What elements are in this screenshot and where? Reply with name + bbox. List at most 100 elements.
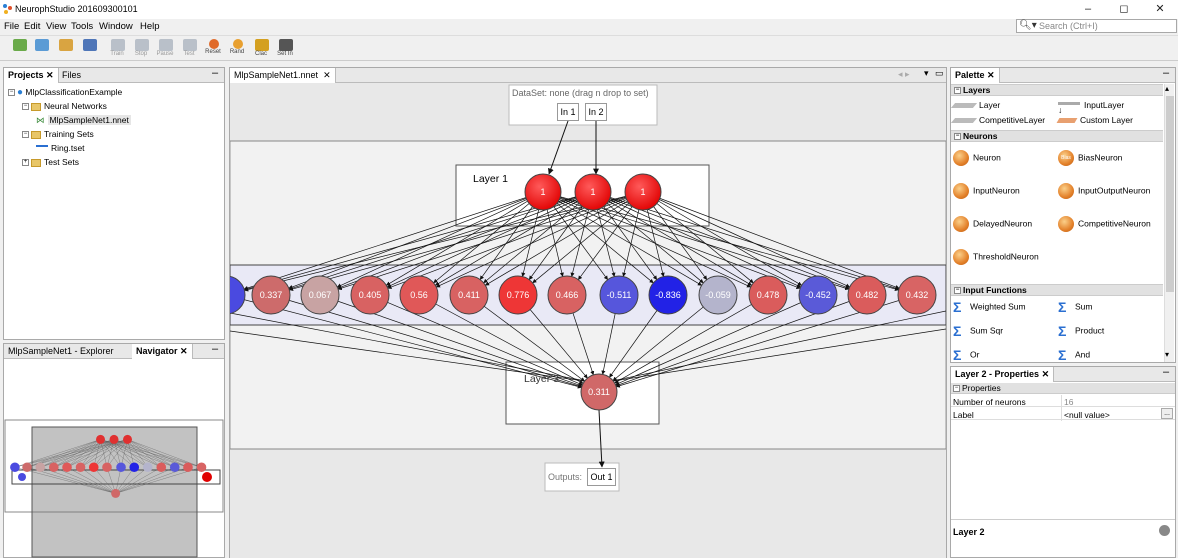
palette-item-competitivelayer[interactable]: CompetitiveLayer	[951, 115, 1045, 125]
dataset-box[interactable]	[508, 84, 658, 126]
menu-view[interactable]: View	[46, 21, 67, 32]
tab-projects[interactable]: Projects ✕	[4, 68, 59, 83]
mini-neuron[interactable]	[156, 462, 167, 473]
tab-palette[interactable]: Palette ✕	[951, 68, 1000, 83]
palette-item-inputneuron[interactable]: InputNeuron	[953, 183, 1020, 199]
palette-item-competitiveneuron[interactable]: CompetitiveNeuron	[1058, 216, 1151, 232]
neuron-value[interactable]: 0.411	[458, 290, 480, 300]
layer1-neuron[interactable]	[524, 173, 562, 211]
hidden-neuron[interactable]	[498, 275, 538, 315]
tree-node[interactable]: −Training Sets	[22, 129, 94, 139]
search-box[interactable]: 🔍︎▾ Search (Ctrl+I)	[1016, 19, 1177, 33]
neuron-value[interactable]: -0.452	[805, 290, 831, 300]
palette-section-neurons[interactable]: −Neurons	[951, 130, 1163, 142]
neuron-value[interactable]: -0.059	[705, 290, 731, 300]
tab-list-icon[interactable]: ▾	[924, 68, 929, 78]
mini-neuron[interactable]	[35, 462, 46, 473]
mini-neuron[interactable]	[202, 472, 212, 482]
train-button[interactable]: Train	[108, 39, 128, 59]
palette-scrollbar[interactable]: ▴ ▾	[1164, 84, 1174, 362]
new-file-button[interactable]	[32, 39, 52, 59]
mini-neuron[interactable]	[116, 462, 126, 473]
close-window-button[interactable]: ✕	[1155, 3, 1165, 15]
mini-neuron[interactable]	[183, 462, 193, 473]
navigator-preview[interactable]	[4, 360, 224, 558]
collapse-icon[interactable]: −	[954, 133, 961, 141]
stop-button[interactable]: Stop	[132, 39, 152, 59]
tree-node[interactable]: ⋈MlpSampleNet1.nnet	[36, 115, 131, 126]
mini-neuron[interactable]	[109, 434, 119, 444]
property-row-label[interactable]: Label <null value> ...	[951, 408, 1175, 420]
hidden-neuron[interactable]	[251, 275, 291, 315]
palette-section-layers[interactable]: −Layers	[951, 84, 1163, 96]
mini-neuron[interactable]	[10, 462, 20, 473]
layer1-neuron[interactable]	[624, 173, 662, 211]
maximize-button[interactable]: ◻	[1119, 3, 1129, 15]
palette-item-layer[interactable]: Layer	[951, 100, 1000, 110]
minimize-panel-button[interactable]: –	[1163, 67, 1170, 79]
palette-item-neuron[interactable]: Neuron	[953, 150, 1001, 166]
collapse-icon[interactable]: −	[22, 103, 29, 111]
output-neuron[interactable]	[580, 373, 618, 411]
collapse-icon[interactable]: −	[22, 131, 29, 139]
collapse-icon[interactable]: −	[953, 385, 960, 393]
neuron-value[interactable]: 0.482	[856, 290, 879, 300]
minimize-panel-button[interactable]: –	[212, 343, 219, 355]
scroll-up-icon[interactable]: ▴	[1165, 84, 1170, 93]
neuron-value[interactable]: 0.067	[309, 290, 332, 300]
tree-node[interactable]: −Neural Networks	[22, 101, 107, 111]
tab-explorer[interactable]: MlpSampleNet1 - Explorer	[8, 346, 114, 356]
help-icon[interactable]	[1159, 525, 1170, 536]
tab-properties[interactable]: Layer 2 - Properties ✕	[951, 367, 1055, 382]
neuron-value[interactable]: 0.776	[507, 290, 530, 300]
hidden-neuron[interactable]	[300, 275, 340, 315]
neuron-value[interactable]: 0.337	[260, 290, 283, 300]
edit-label-button[interactable]: ...	[1161, 408, 1173, 419]
close-tab-icon[interactable]: ✕	[987, 70, 995, 80]
property-row-neurons[interactable]: Number of neurons 16	[951, 395, 1175, 407]
new-project-button[interactable]	[10, 39, 30, 59]
mini-neuron[interactable]	[22, 462, 32, 473]
neuron-value[interactable]: 0.466	[556, 290, 579, 300]
test-button[interactable]: Test	[180, 39, 200, 59]
menu-help[interactable]: Help	[140, 21, 160, 32]
neuron-value[interactable]: 0.432	[906, 290, 929, 300]
menu-file[interactable]: File	[4, 21, 20, 32]
palette-item-delayedneuron[interactable]: DelayedNeuron	[953, 216, 1032, 232]
menu-tools[interactable]: Tools	[71, 21, 94, 32]
neuron-value[interactable]: -0.511	[607, 290, 632, 300]
network-diagram[interactable]: 11150.3370.0670.4050.560.4110.7760.466-0…	[230, 83, 946, 558]
collapse-icon[interactable]: −	[8, 89, 15, 97]
mini-neuron[interactable]	[18, 473, 26, 481]
minimize-button[interactable]: –	[1084, 3, 1092, 15]
scroll-tabs-icon[interactable]: ◂ ▸	[898, 69, 910, 79]
clac-button[interactable]: Clac	[252, 39, 272, 59]
tab-files[interactable]: Files	[62, 70, 82, 80]
mini-neuron[interactable]	[123, 434, 133, 444]
menu-window[interactable]: Window	[99, 21, 133, 32]
neuron-value[interactable]: 1	[590, 187, 595, 197]
mini-neuron[interactable]	[49, 462, 59, 473]
tree-node[interactable]: Ring.tset	[36, 143, 85, 153]
hidden-neuron[interactable]	[449, 275, 489, 315]
hidden-neuron[interactable]	[230, 275, 246, 315]
close-tab-icon[interactable]: ✕	[180, 346, 188, 356]
output-neuron-1[interactable]: Out 1	[587, 468, 616, 486]
minimize-panel-button[interactable]: –	[212, 67, 219, 79]
expand-icon[interactable]: +	[22, 159, 29, 167]
tab-navigator[interactable]: Navigator ✕	[132, 344, 193, 359]
neuron-value[interactable]: 1	[540, 187, 545, 197]
neuron-value[interactable]: 0.56	[410, 290, 428, 300]
property-value[interactable]: <null value>	[1064, 410, 1110, 420]
mini-neuron[interactable]	[196, 462, 207, 473]
neuron-value[interactable]: 1	[640, 187, 645, 197]
hidden-neuron[interactable]	[897, 275, 937, 315]
menu-edit[interactable]: Edit	[24, 21, 41, 32]
